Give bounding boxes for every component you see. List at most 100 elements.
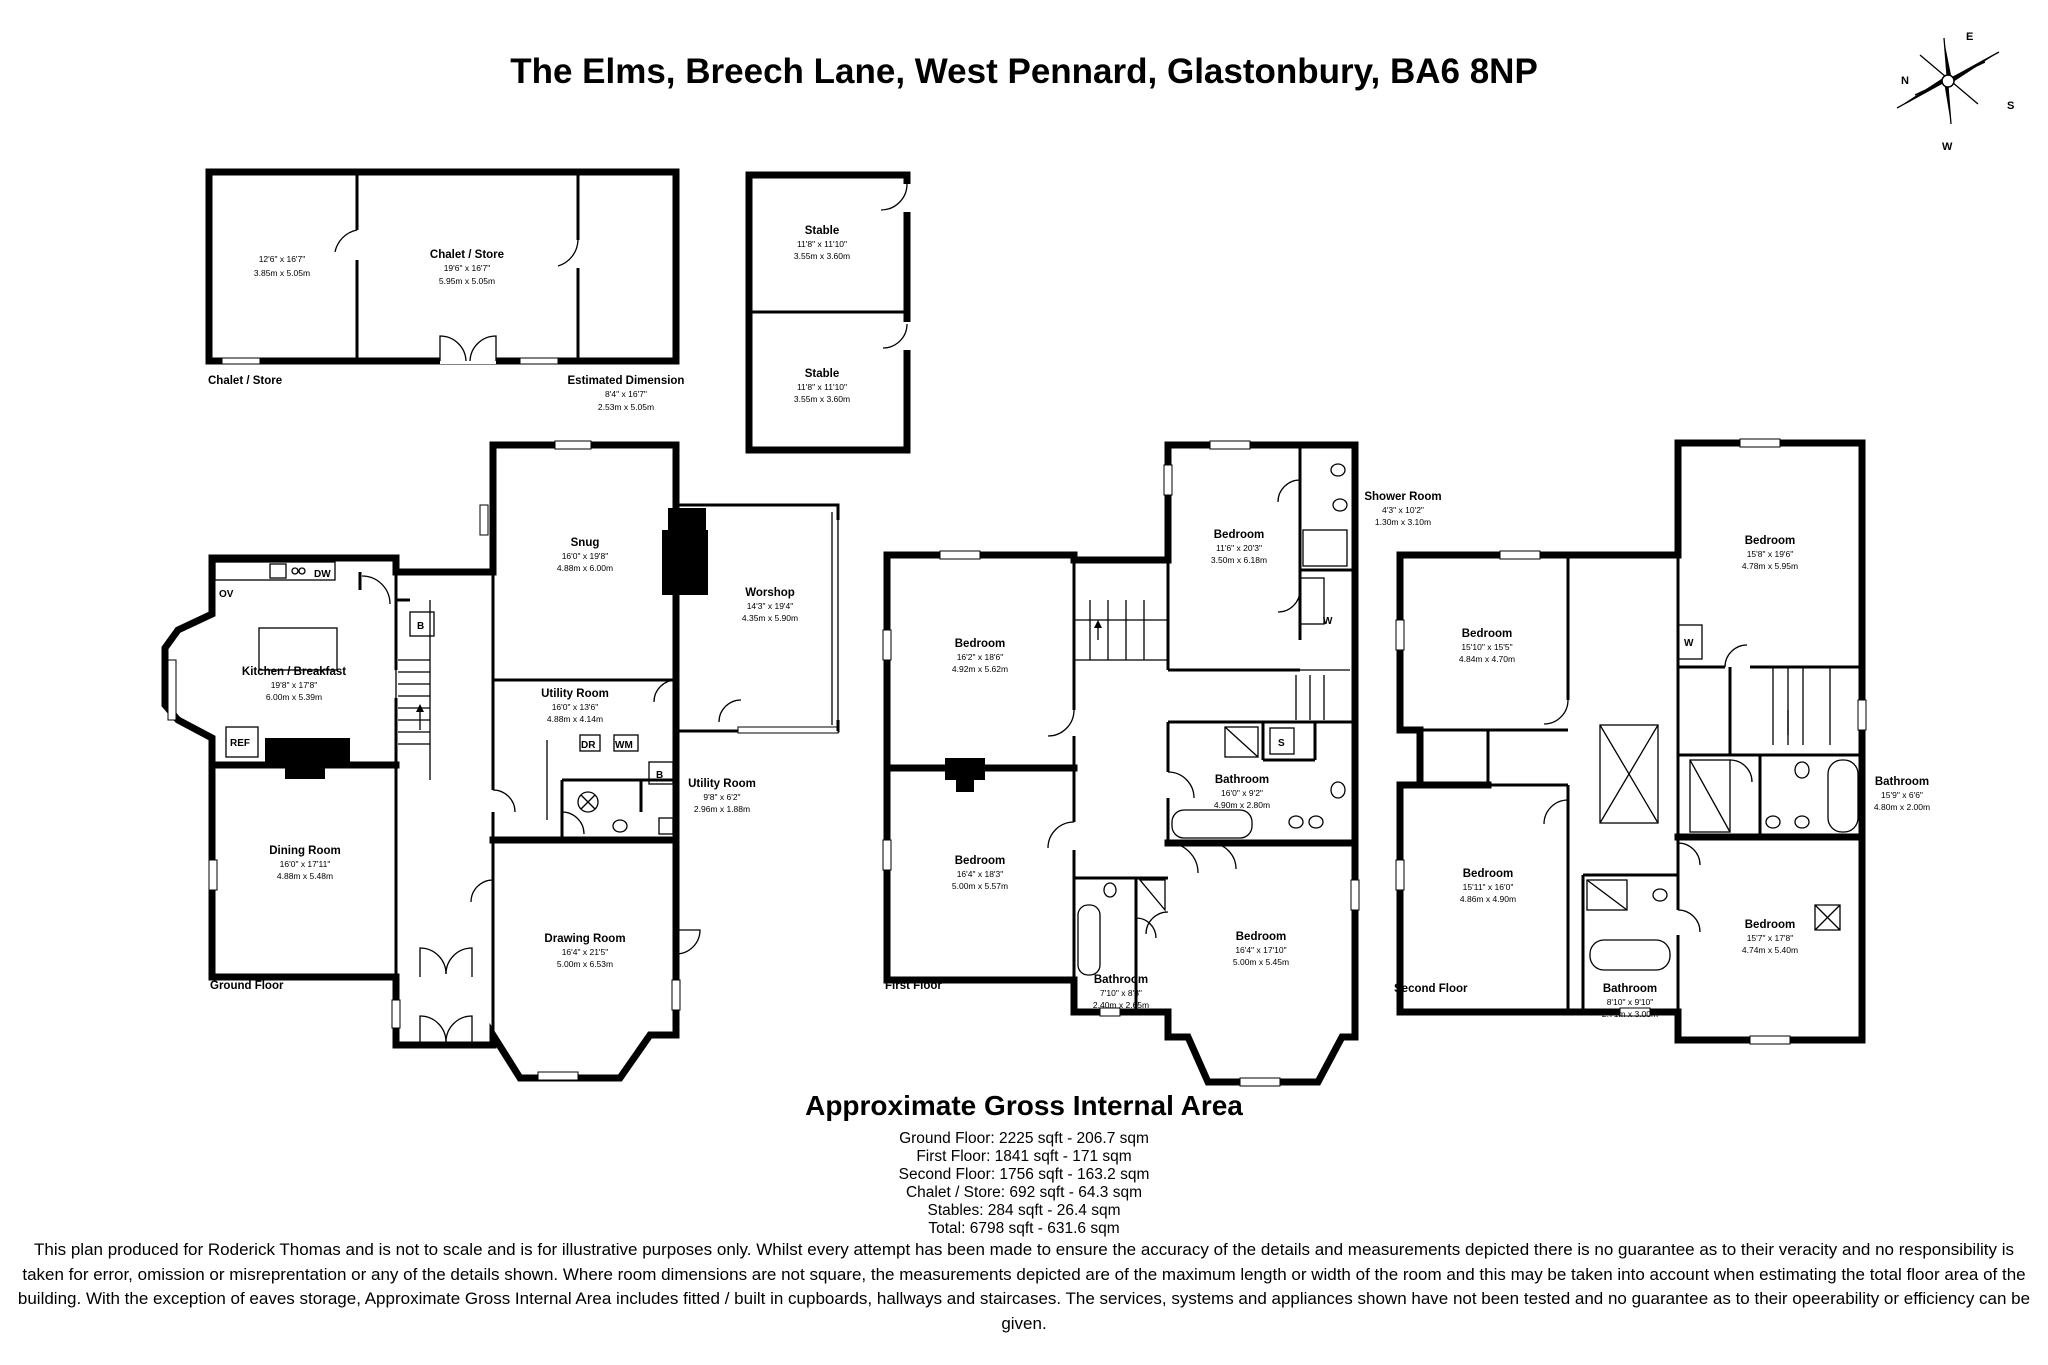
utility-room-2-name: Utility Room <box>688 778 756 790</box>
chalet-left-metric: 3.85m x 5.05m <box>254 268 310 278</box>
chalet-left-imperial: 12'6" x 16'7" <box>259 254 306 264</box>
first-bathroom-mid-name: Bathroom <box>1215 774 1269 786</box>
second-bedroom-top-right-metric: 4.78m x 5.95m <box>1742 561 1798 571</box>
second-bedroom-bottom-left-metric: 4.86m x 4.90m <box>1460 894 1516 904</box>
ground-washer-label: WM <box>615 740 633 751</box>
compass-rose-icon: E N S W <box>1896 31 2014 153</box>
first-bathroom-small-metric: 2.40m x 2.65m <box>1093 1000 1149 1010</box>
kitchen-name: Kitchen / Breakfast <box>242 666 346 678</box>
second-bedroom-bottom-right-imperial: 15'7" x 17'8" <box>1747 933 1794 943</box>
area-chalet-store: Chalet / Store: 692 sqft - 64.3 sqm <box>905 1184 1143 1201</box>
ground-dryer-label: DR <box>581 740 596 751</box>
stable-2-name: Stable <box>805 368 840 380</box>
first-bedroom-left-upper-name: Bedroom <box>955 638 1005 650</box>
first-floor-label: First Floor <box>885 980 942 992</box>
second-bathroom-bottom-imperial: 8'10" x 9'10" <box>1607 997 1654 1007</box>
dining-room-metric: 4.88m x 5.48m <box>277 871 333 881</box>
first-bedroom-right-metric: 5.00m x 5.45m <box>1233 957 1289 967</box>
stable-2-imperial: 11'8" x 11'10" <box>797 382 847 392</box>
stable-1-metric: 3.55m x 3.60m <box>794 251 850 261</box>
chalet-floor-label: Chalet / Store <box>208 375 282 387</box>
area-total: Total: 6798 sqft - 631.6 sqm <box>928 1220 1120 1237</box>
page-title: The Elms, Breech Lane, West Pennard, Gla… <box>510 52 1538 91</box>
second-bathroom-right-imperial: 15'9" x 6'6" <box>1881 790 1923 800</box>
second-bedroom-top-right-imperial: 15'8" x 19'6" <box>1747 549 1794 559</box>
shower-room-imperial: 4'3" x 10'2" <box>1382 505 1424 515</box>
drawing-room-name: Drawing Room <box>544 933 625 945</box>
stables-plan: Stable 11'8" x 11'10" 3.55m x 3.60m Stab… <box>745 171 912 454</box>
area-stables: Stables: 284 sqft - 26.4 sqm <box>927 1202 1121 1219</box>
compass-west: W <box>1942 141 1953 153</box>
stable-1-name: Stable <box>805 225 840 237</box>
second-bedroom-top-right-name: Bedroom <box>1745 535 1795 547</box>
chalet-store-name: Chalet / Store <box>430 249 504 261</box>
second-bedroom-bottom-left-name: Bedroom <box>1463 868 1513 880</box>
first-bedroom-left-upper-metric: 4.92m x 5.62m <box>952 664 1008 674</box>
first-bedroom-right-name: Bedroom <box>1236 931 1286 943</box>
second-bedroom-top-left-imperial: 15'10" x 15'5" <box>1461 642 1512 652</box>
ground-oven-label: OV <box>219 589 234 600</box>
second-bedroom-bottom-left-imperial: 15'11" x 16'0" <box>1463 882 1514 892</box>
drawing-room-metric: 5.00m x 6.53m <box>557 959 613 969</box>
ground-floor-label: Ground Floor <box>210 980 284 992</box>
first-bedroom-left-upper-imperial: 16'2" x 18'6" <box>957 652 1004 662</box>
dining-room-imperial: 16'0" x 17'11" <box>280 859 331 869</box>
utility-room-2-metric: 2.96m x 1.88m <box>694 804 750 814</box>
first-store-label: S <box>1278 738 1285 749</box>
estimated-dimension-metric: 2.53m x 5.05m <box>598 402 654 412</box>
first-bedroom-top-imperial: 11'6" x 20'3" <box>1216 543 1262 553</box>
snug-name: Snug <box>571 537 600 549</box>
second-bedroom-top-left-name: Bedroom <box>1462 628 1512 640</box>
utility-room-1-imperial: 16'0" x 13'6" <box>552 702 599 712</box>
first-bedroom-right-imperial: 16'4" x 17'10" <box>1235 945 1286 955</box>
kitchen-imperial: 19'8" x 17'8" <box>271 680 318 690</box>
shower-room-name: Shower Room <box>1364 491 1441 503</box>
first-bedroom-left-lower-imperial: 16'4" x 18'3" <box>957 869 1004 879</box>
second-bathroom-bottom-name: Bathroom <box>1603 983 1657 995</box>
first-bathroom-small-imperial: 7'10" x 8'8" <box>1100 988 1142 998</box>
first-bedroom-left-lower-metric: 5.00m x 5.57m <box>952 881 1008 891</box>
ground-dishwasher-label: DW <box>314 569 331 580</box>
estimated-dimension-name: Estimated Dimension <box>568 375 685 387</box>
second-bedroom-top-left-metric: 4.84m x 4.70m <box>1459 654 1515 664</box>
workshop-metric: 4.35m x 5.90m <box>742 613 798 623</box>
gross-area-list: Ground Floor: 2225 sqft - 206.7 sqm Firs… <box>0 1130 2048 1238</box>
compass-south: S <box>2007 100 2014 112</box>
second-floor-plan: W Bedroom 15'8" x 19'6" 4.78m x 5.95m Be… <box>1394 438 1930 1045</box>
ground-fridge-label: REF <box>230 738 250 749</box>
area-ground-floor: Ground Floor: 2225 sqft - 206.7 sqm <box>899 1130 1149 1147</box>
second-bedroom-bottom-right-metric: 4.74m x 5.40m <box>1742 945 1798 955</box>
workshop-name: Worshop <box>745 587 795 599</box>
first-bedroom-top-metric: 3.50m x 6.18m <box>1211 555 1267 565</box>
utility-room-1-name: Utility Room <box>541 688 609 700</box>
first-bathroom-mid-imperial: 16'0" x 9'2" <box>1221 788 1263 798</box>
first-floor-plan: S W Bedroom 11'6" x 20'3" 3.50m x <box>882 440 1442 1087</box>
area-second-floor: Second Floor: 1756 sqft - 163.2 sqm <box>898 1166 1150 1183</box>
snug-metric: 4.88m x 6.00m <box>557 563 613 573</box>
chalet-store-imperial: 19'6" x 16'7" <box>444 263 491 273</box>
drawing-room-imperial: 16'4" x 21'5" <box>562 947 609 957</box>
chalet-store-plan: 12'6" x 16'7" 3.85m x 5.05m Chalet / Sto… <box>205 168 685 412</box>
utility-room-2-imperial: 9'8" x 6'2" <box>703 792 740 802</box>
chalet-store-metric: 5.95m x 5.05m <box>439 276 495 286</box>
second-bathroom-bottom-metric: 2.71m x 3.00m <box>1602 1009 1658 1019</box>
second-bathroom-right-name: Bathroom <box>1875 776 1929 788</box>
dining-room-name: Dining Room <box>269 845 341 857</box>
snug-imperial: 16'0" x 19'8" <box>562 551 609 561</box>
first-bathroom-small-name: Bathroom <box>1094 974 1148 986</box>
compass-north: N <box>1901 75 1909 87</box>
second-wardrobe-label: W <box>1684 638 1694 649</box>
gross-area-heading: Approximate Gross Internal Area <box>805 1090 1243 1121</box>
first-wardrobe-label: W <box>1323 616 1333 627</box>
first-bathroom-mid-metric: 4.90m x 2.80m <box>1214 800 1270 810</box>
second-floor-label: Second Floor <box>1394 983 1468 995</box>
kitchen-metric: 6.00m x 5.39m <box>266 692 322 702</box>
compass-east: E <box>1966 31 1973 43</box>
stable-2-metric: 3.55m x 3.60m <box>794 394 850 404</box>
area-first-floor: First Floor: 1841 sqft - 171 sqm <box>916 1148 1132 1165</box>
ground-boiler-2-label: B <box>656 770 663 781</box>
shower-room-metric: 1.30m x 3.10m <box>1375 517 1431 527</box>
ground-floor-plan: B DW OV REF DR WM B <box>161 440 842 1082</box>
first-bedroom-top-name: Bedroom <box>1214 529 1264 541</box>
